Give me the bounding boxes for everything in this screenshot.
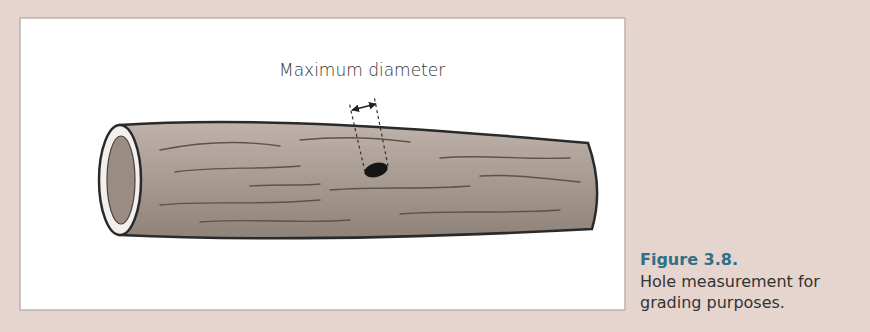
hole: [363, 160, 390, 180]
dimension-lines: [349, 96, 388, 172]
log: [99, 122, 597, 238]
figure-panel: [20, 18, 625, 310]
figure-caption: Hole measurement for grading purposes.: [640, 272, 855, 314]
dimension-label: Maximum diameter: [279, 60, 445, 80]
figure-number: Figure 3.8.: [640, 250, 738, 269]
